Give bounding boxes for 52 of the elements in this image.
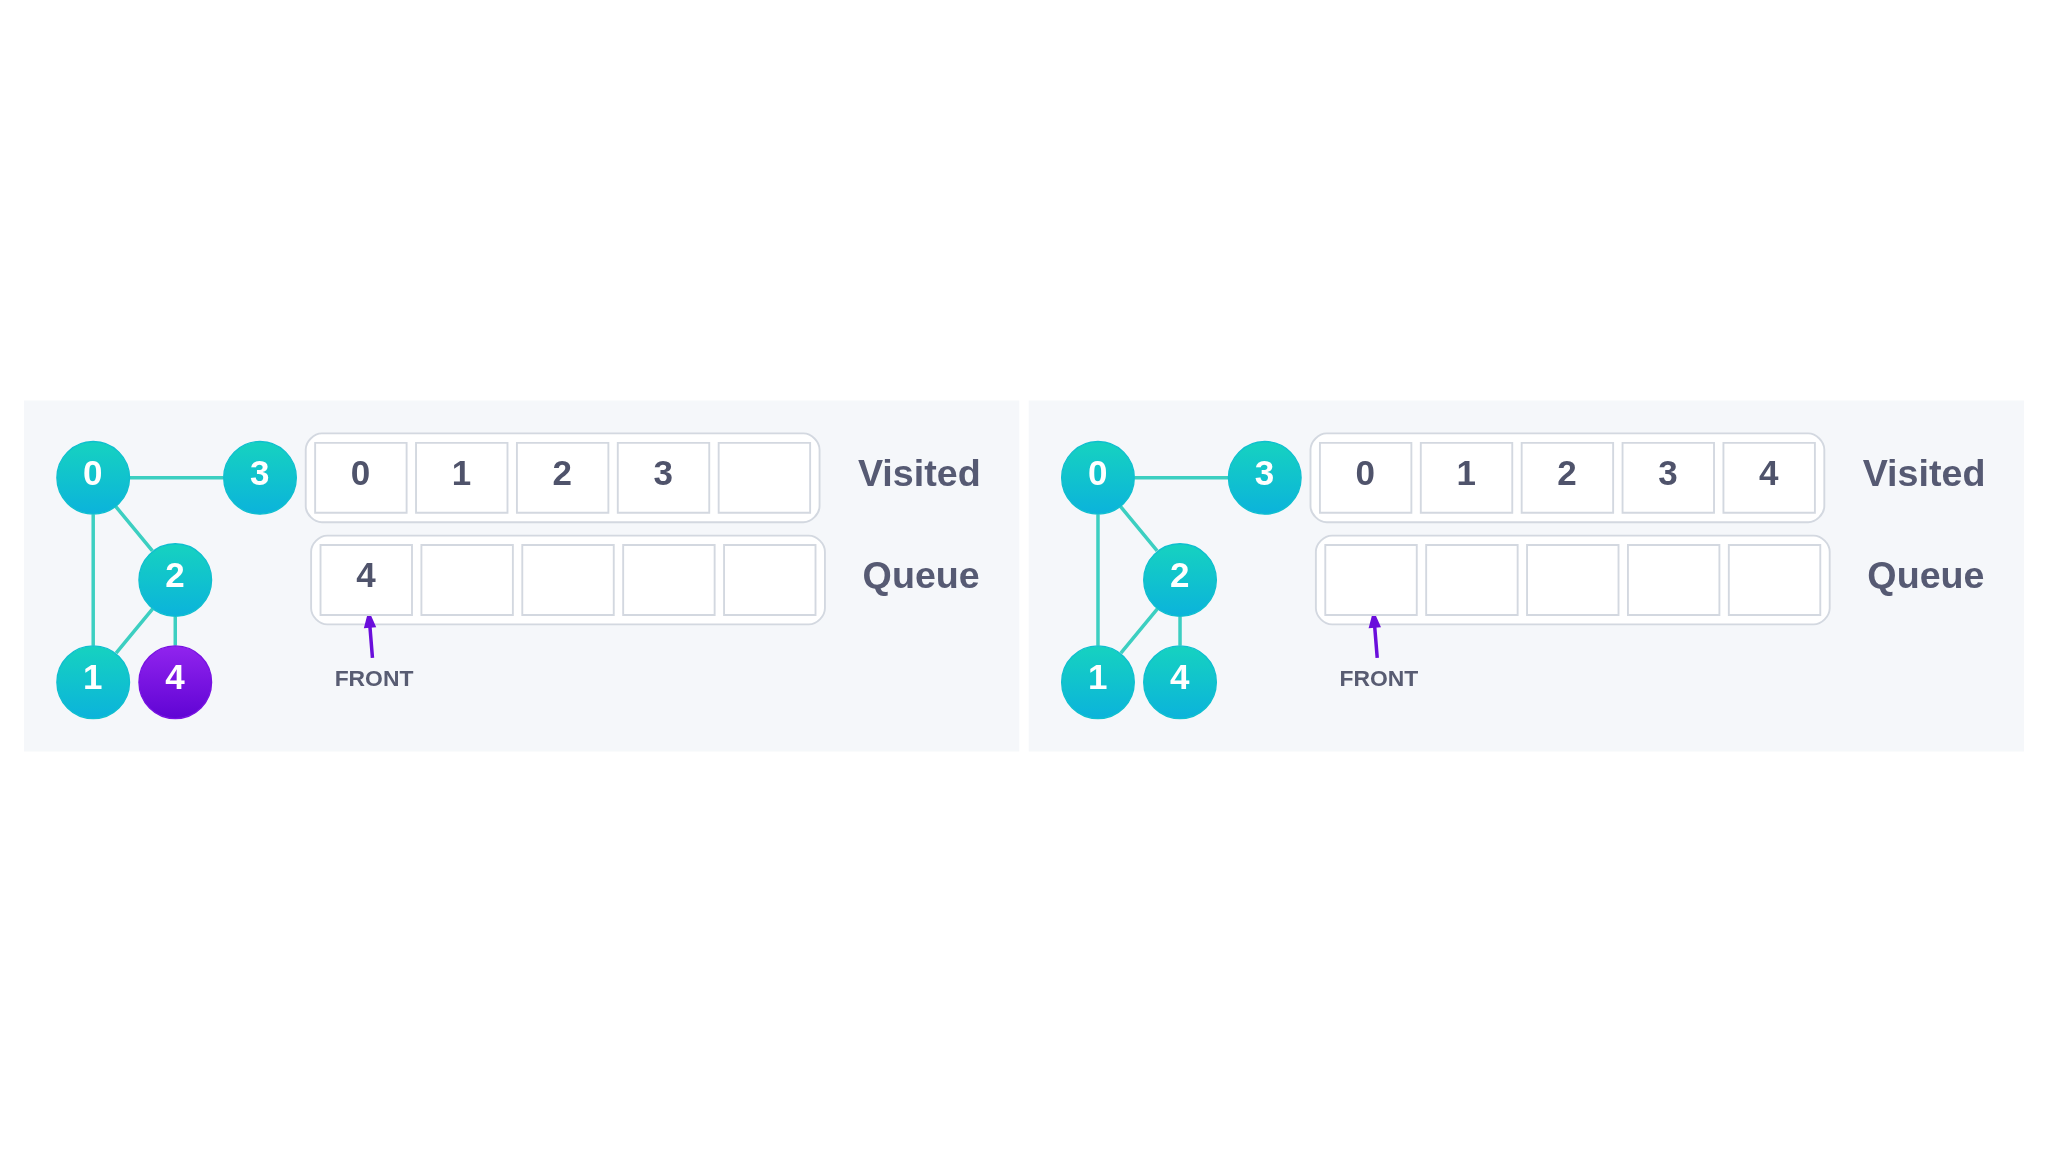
cluster bbox=[23, 400, 1020, 752]
node-circle: 4 bbox=[138, 645, 213, 720]
node-circle: 0 bbox=[56, 440, 131, 515]
node-box: 0 bbox=[1319, 441, 1413, 514]
node-label: Visited bbox=[1862, 451, 1986, 494]
node-box: 4 bbox=[319, 544, 413, 616]
node-box bbox=[420, 544, 514, 616]
node-box bbox=[1526, 544, 1620, 616]
connector bbox=[91, 514, 95, 646]
cluster bbox=[1309, 432, 1826, 524]
cluster bbox=[304, 432, 821, 524]
node-box bbox=[1425, 544, 1519, 616]
connector bbox=[1119, 607, 1159, 655]
node-circle: 2 bbox=[138, 543, 213, 618]
cluster bbox=[310, 534, 826, 626]
connector bbox=[1119, 505, 1159, 553]
node-circle: 4 bbox=[1143, 645, 1218, 720]
connector bbox=[129, 476, 224, 480]
node-circle: 1 bbox=[1061, 645, 1135, 720]
node-circle: 0 bbox=[1061, 440, 1135, 515]
node-box bbox=[1627, 544, 1721, 616]
node-box: 2 bbox=[1520, 441, 1615, 514]
node-box: 2 bbox=[515, 441, 610, 514]
connector bbox=[114, 607, 155, 655]
node-box: 4 bbox=[1722, 441, 1816, 514]
node-text: FRONT bbox=[1339, 665, 1419, 692]
cluster bbox=[1028, 400, 2025, 752]
connector bbox=[173, 616, 177, 646]
node-box bbox=[1727, 544, 1822, 616]
node-box bbox=[723, 544, 817, 616]
node-box bbox=[1324, 544, 1418, 616]
node-circle: 3 bbox=[1227, 440, 1302, 515]
node-text: FRONT bbox=[334, 665, 414, 692]
node-label: Queue bbox=[1867, 553, 1985, 596]
node-label: Visited bbox=[857, 451, 981, 494]
node-box bbox=[622, 544, 716, 616]
node-box: 0 bbox=[314, 441, 408, 514]
node-circle: 3 bbox=[223, 440, 297, 515]
cluster bbox=[1314, 534, 1831, 626]
node-box: 3 bbox=[1621, 441, 1715, 514]
node-box: 3 bbox=[616, 441, 711, 514]
node-box: 1 bbox=[1419, 441, 1514, 514]
node-circle: 2 bbox=[1143, 543, 1218, 618]
connector bbox=[114, 505, 154, 553]
node-box bbox=[717, 441, 812, 514]
connector bbox=[1178, 616, 1182, 646]
node-label: Queue bbox=[862, 553, 980, 596]
node-box bbox=[521, 544, 615, 616]
connector bbox=[1096, 514, 1100, 646]
connector bbox=[1134, 476, 1229, 480]
node-box: 1 bbox=[415, 441, 509, 514]
node-circle: 1 bbox=[56, 645, 131, 720]
